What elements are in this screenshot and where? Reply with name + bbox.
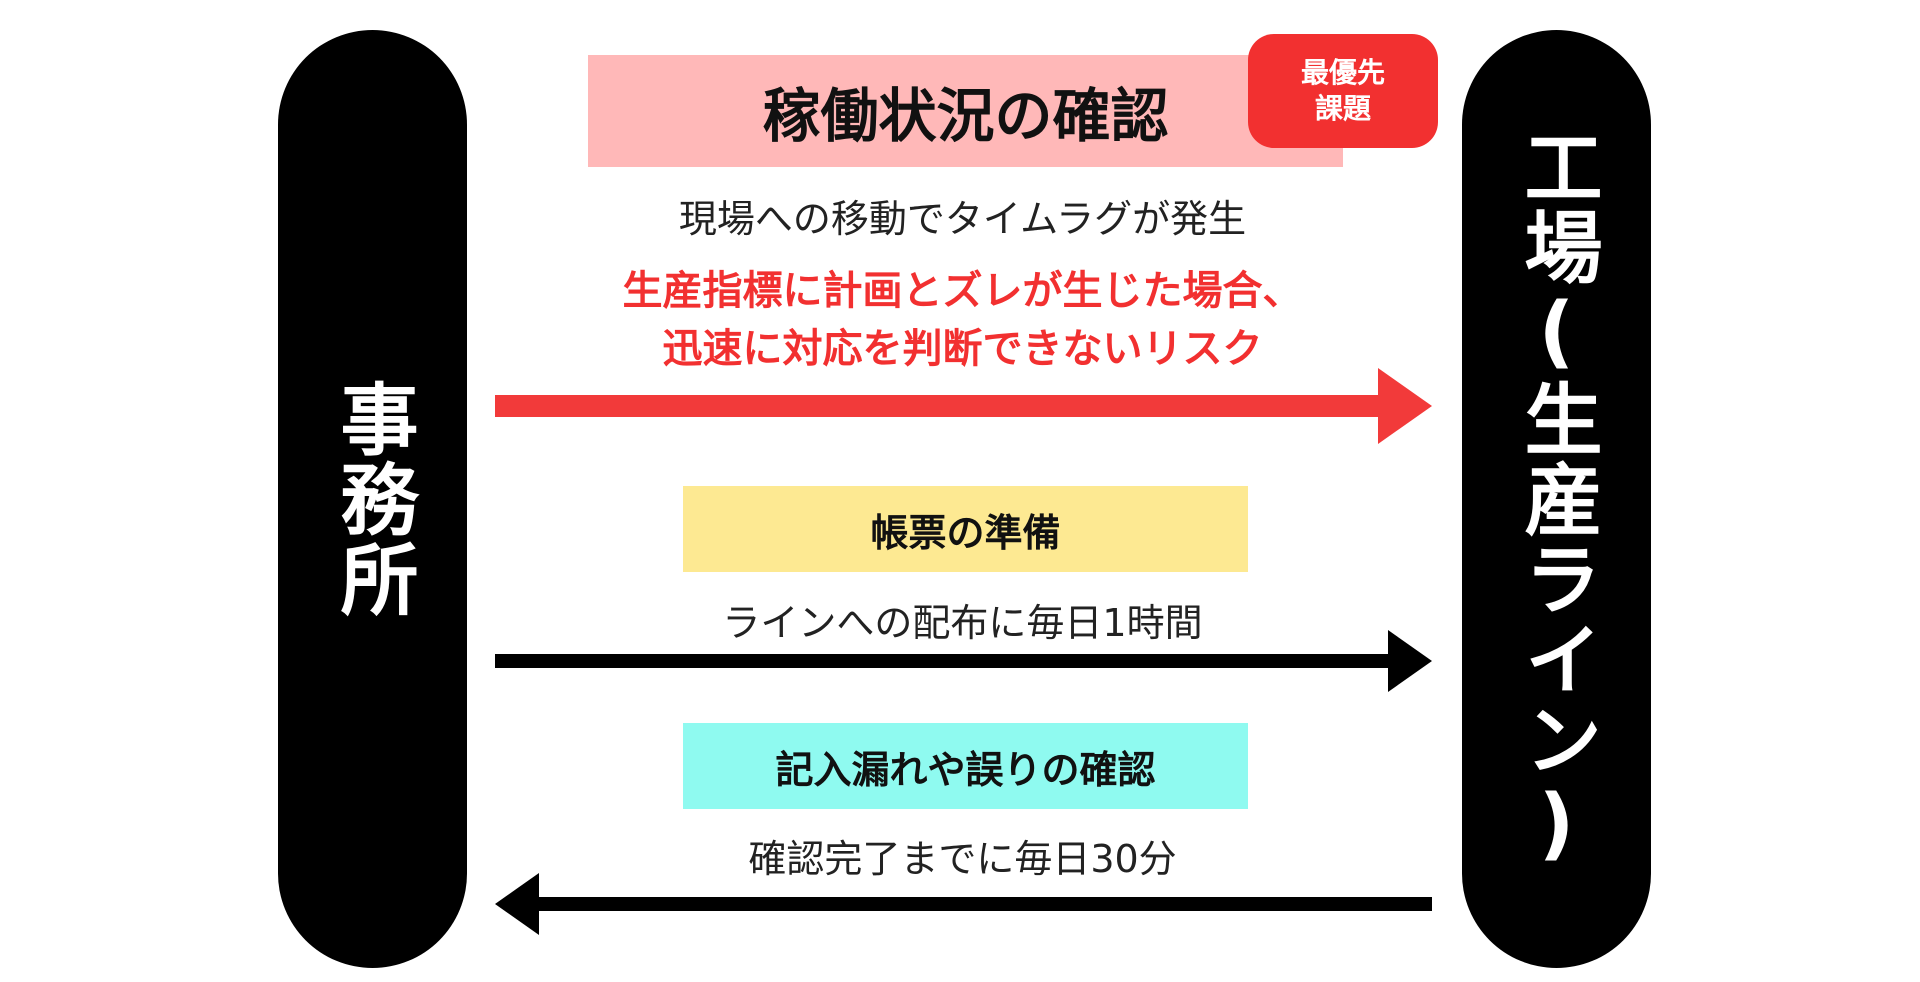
black-arrow-factory-to-office: [495, 873, 1432, 935]
factory-pill: 工場(生産ライン): [1462, 30, 1651, 968]
risk-line-2: 迅速に対応を判断できないリスク: [662, 326, 1263, 372]
office-pill: 事務所: [278, 30, 467, 968]
office-label: 事務所: [327, 379, 418, 619]
badge-line-1: 最優先: [1300, 55, 1385, 89]
error-check-title: 記入漏れや誤りの確認: [683, 723, 1248, 809]
form-preparation-title: 帳票の準備: [683, 486, 1248, 572]
black-arrow-office-to-factory: [495, 630, 1432, 692]
badge-line-2: 課題: [1314, 92, 1371, 125]
status-check-title: 稼働状況の確認: [588, 55, 1343, 167]
red-arrow-office-to-factory: [495, 368, 1432, 444]
risk-line-1: 生産指標に計画とズレが生じた場合、: [622, 268, 1303, 314]
factory-label: 工場(生産ライン): [1511, 127, 1602, 871]
distribution-time-text: ラインへの配布に毎日1時間: [722, 601, 1203, 645]
check-time-text: 確認完了までに毎日30分: [748, 837, 1177, 881]
top-priority-badge: 最優先 課題: [1248, 34, 1438, 148]
time-lag-text: 現場への移動でタイムラグが発生: [678, 197, 1247, 241]
risk-text: 生産指標に計画とズレが生じた場合、 迅速に対応を判断できないリスク: [480, 262, 1445, 378]
